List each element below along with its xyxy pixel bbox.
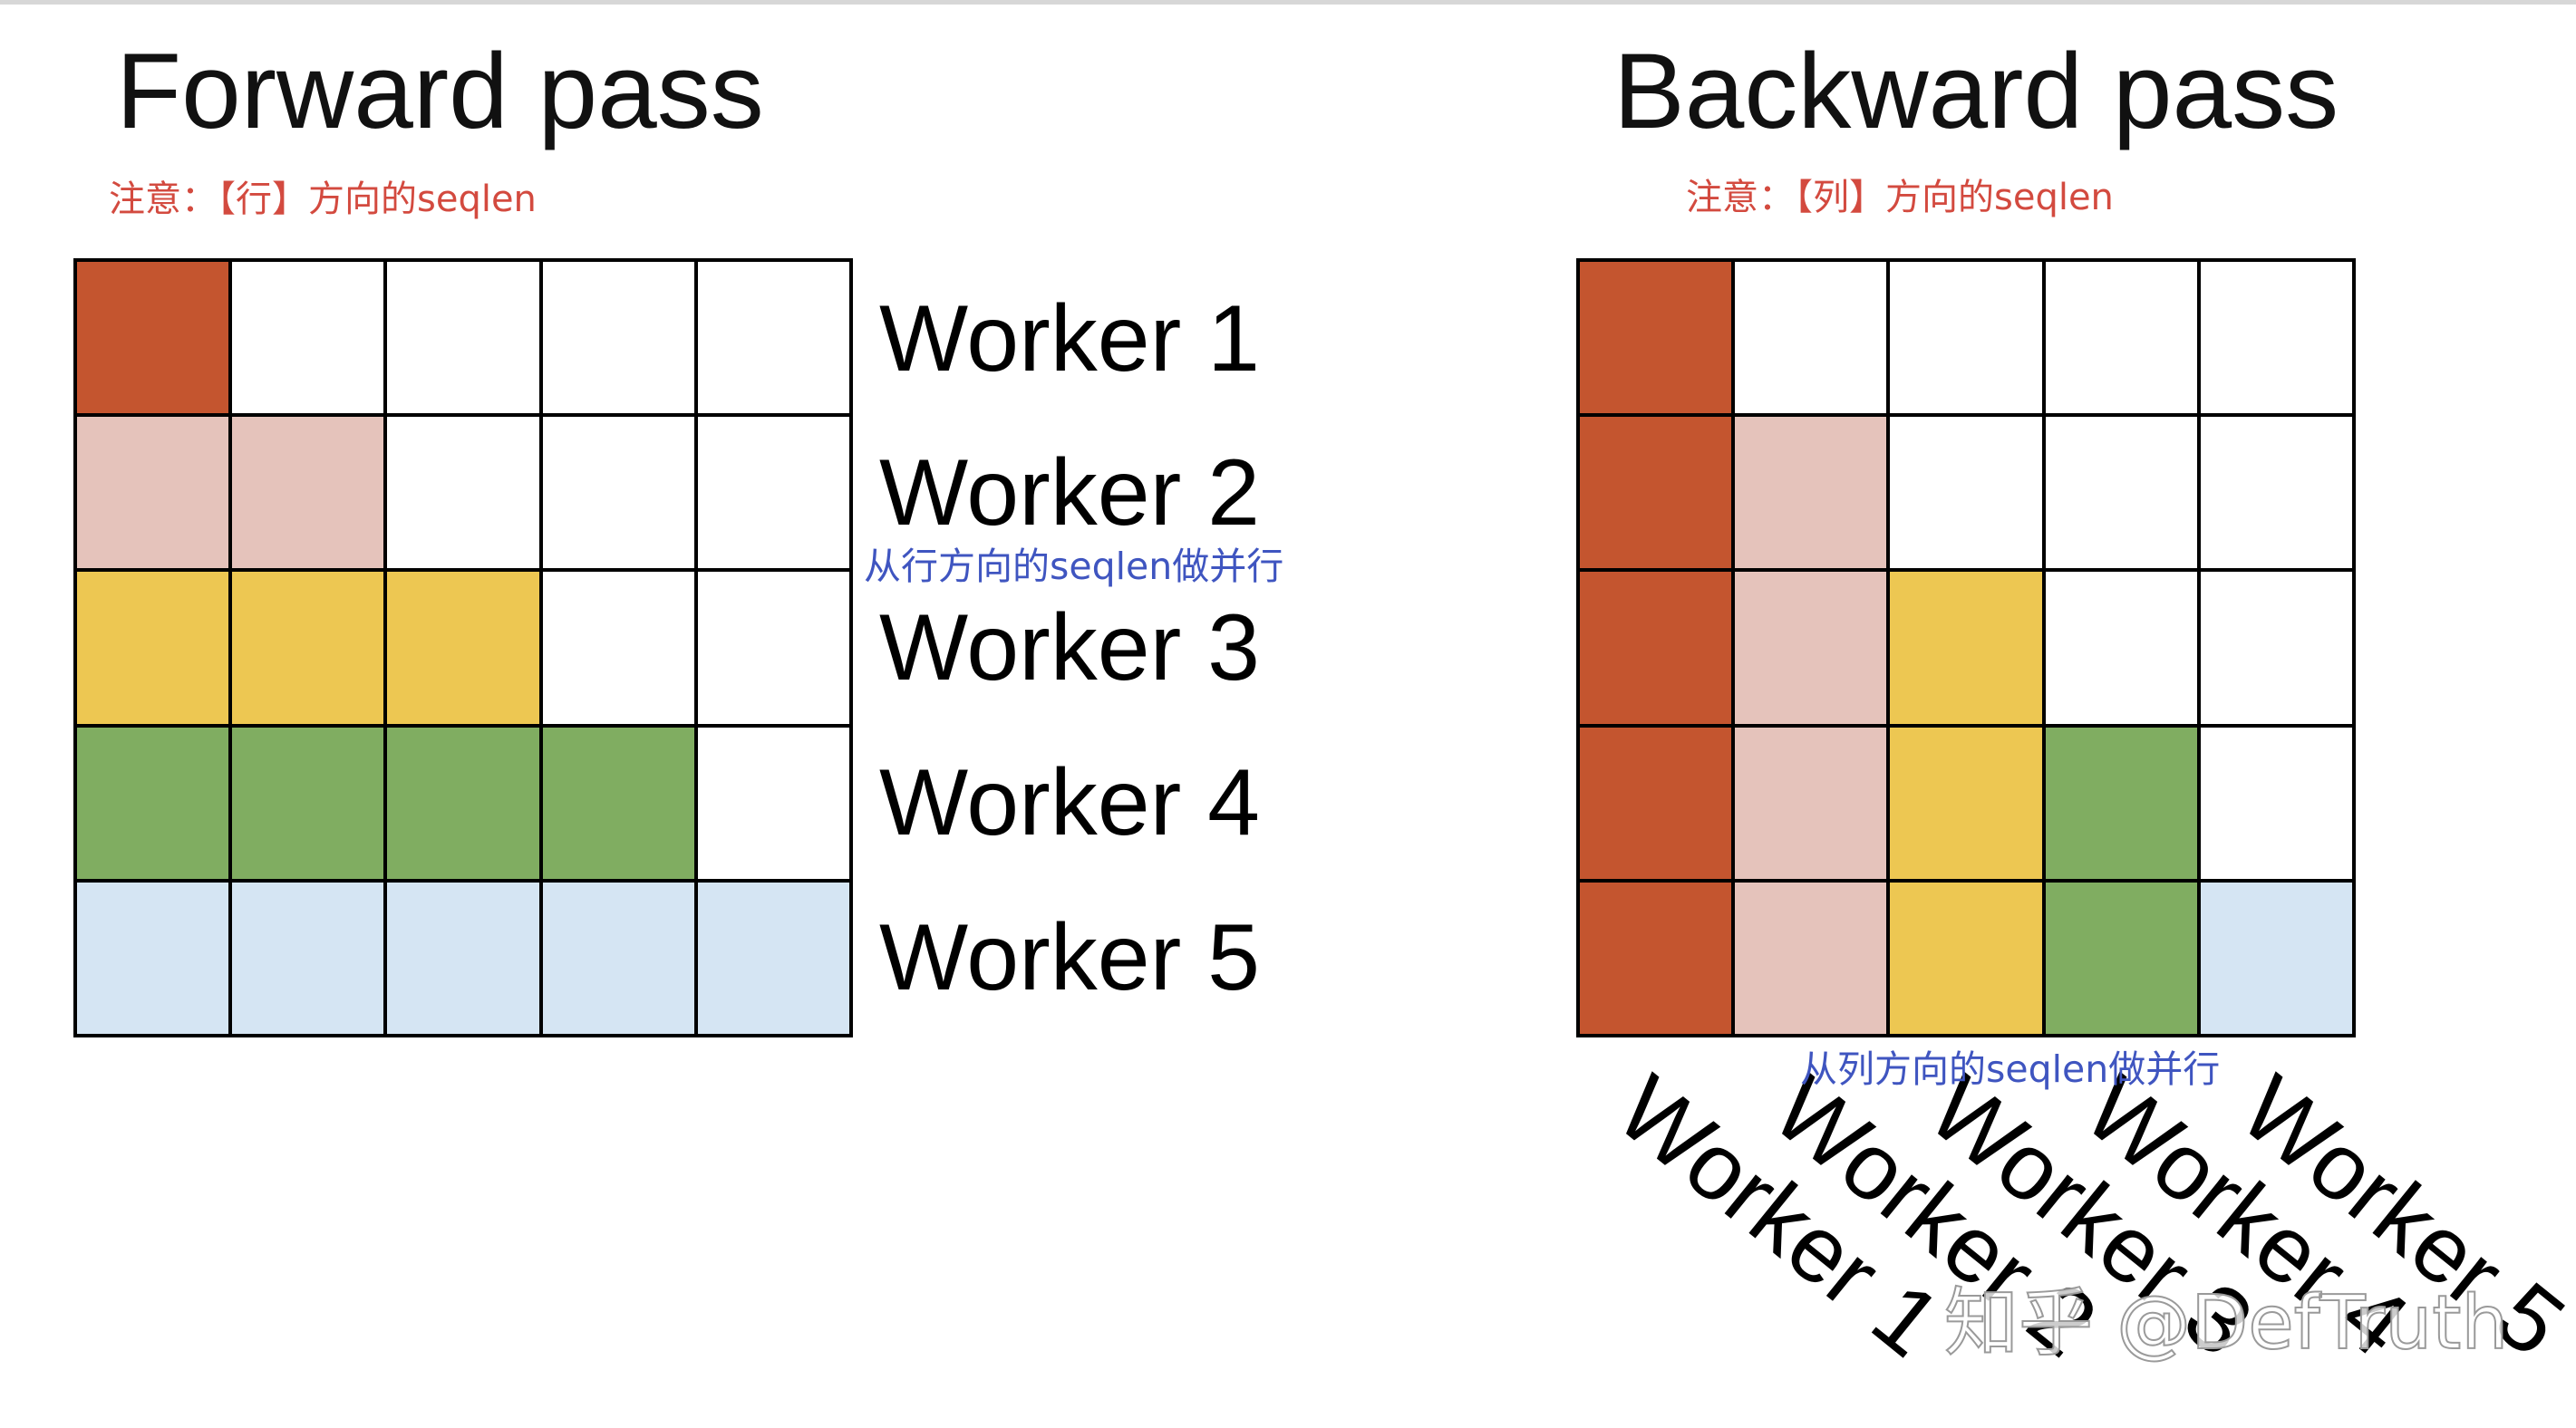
backward-cell-r3-c3 (1888, 570, 2044, 726)
backward-cell-r3-c1 (1578, 570, 1734, 726)
backward-cell-r1-c2 (1733, 260, 1889, 416)
backward-cell-r4-c4 (2043, 725, 2199, 881)
forward-cell-r5-c4 (540, 880, 696, 1036)
forward-cell-r3-c5 (695, 570, 851, 726)
backward-cell-r2-c2 (1733, 415, 1889, 571)
backward-cell-r4-c1 (1578, 725, 1734, 881)
forward-cell-r4-c2 (230, 725, 386, 881)
forward-annotation: 从行方向的seqlen做并行 (864, 545, 1284, 588)
backward-cell-r5-c1 (1578, 880, 1734, 1036)
forward-note: 注意：【行】方向的seqlen (109, 178, 537, 220)
forward-cell-r5-c5 (695, 880, 851, 1036)
forward-worker-label-4: Worker 4 (879, 750, 1260, 855)
forward-cell-r3-c2 (230, 570, 386, 726)
forward-cell-r1-c5 (695, 260, 851, 416)
backward-grid (1576, 258, 2356, 1037)
forward-cell-r4-c5 (695, 725, 851, 881)
watermark: 知乎 @DefTruth (1943, 1280, 2509, 1366)
backward-cell-r5-c4 (2043, 880, 2199, 1036)
forward-cell-r5-c3 (385, 880, 541, 1036)
top-divider (0, 0, 2576, 5)
forward-worker-label-3: Worker 3 (879, 595, 1260, 700)
backward-cell-r4-c5 (2198, 725, 2354, 881)
backward-cell-r2-c3 (1888, 415, 2044, 571)
forward-grid (73, 258, 853, 1037)
backward-cell-r5-c3 (1888, 880, 2044, 1036)
forward-cell-r3-c1 (75, 570, 231, 726)
forward-cell-r1-c3 (385, 260, 541, 416)
forward-cell-r1-c1 (75, 260, 231, 416)
backward-annotation: 从列方向的seqlen做并行 (1800, 1047, 2221, 1091)
forward-worker-label-2: Worker 2 (879, 440, 1260, 545)
backward-cell-r3-c4 (2043, 570, 2199, 726)
forward-worker-label-5: Worker 5 (879, 905, 1260, 1010)
forward-worker-label-1: Worker 1 (879, 286, 1260, 391)
backward-cell-r4-c2 (1733, 725, 1889, 881)
forward-cell-r2-c3 (385, 415, 541, 571)
backward-cell-r3-c5 (2198, 570, 2354, 726)
forward-cell-r4-c1 (75, 725, 231, 881)
forward-cell-r2-c2 (230, 415, 386, 571)
forward-cell-r3-c4 (540, 570, 696, 726)
backward-cell-r4-c3 (1888, 725, 2044, 881)
forward-cell-r4-c4 (540, 725, 696, 881)
backward-cell-r1-c3 (1888, 260, 2044, 416)
forward-cell-r5-c2 (230, 880, 386, 1036)
backward-cell-r2-c4 (2043, 415, 2199, 571)
forward-cell-r4-c3 (385, 725, 541, 881)
backward-cell-r3-c2 (1733, 570, 1889, 726)
backward-cell-r5-c5 (2198, 880, 2354, 1036)
forward-cell-r2-c5 (695, 415, 851, 571)
forward-cell-r5-c1 (75, 880, 231, 1036)
backward-title: Backward pass (1613, 32, 2339, 151)
backward-note: 注意：【列】方向的seqlen (1686, 177, 2114, 218)
backward-cell-r1-c5 (2198, 260, 2354, 416)
backward-cell-r2-c5 (2198, 415, 2354, 571)
backward-cell-r1-c4 (2043, 260, 2199, 416)
forward-cell-r2-c1 (75, 415, 231, 571)
forward-cell-r1-c4 (540, 260, 696, 416)
backward-cell-r1-c1 (1578, 260, 1734, 416)
forward-title: Forward pass (116, 32, 764, 151)
forward-cell-r2-c4 (540, 415, 696, 571)
forward-cell-r1-c2 (230, 260, 386, 416)
backward-cell-r2-c1 (1578, 415, 1734, 571)
backward-cell-r5-c2 (1733, 880, 1889, 1036)
forward-cell-r3-c3 (385, 570, 541, 726)
